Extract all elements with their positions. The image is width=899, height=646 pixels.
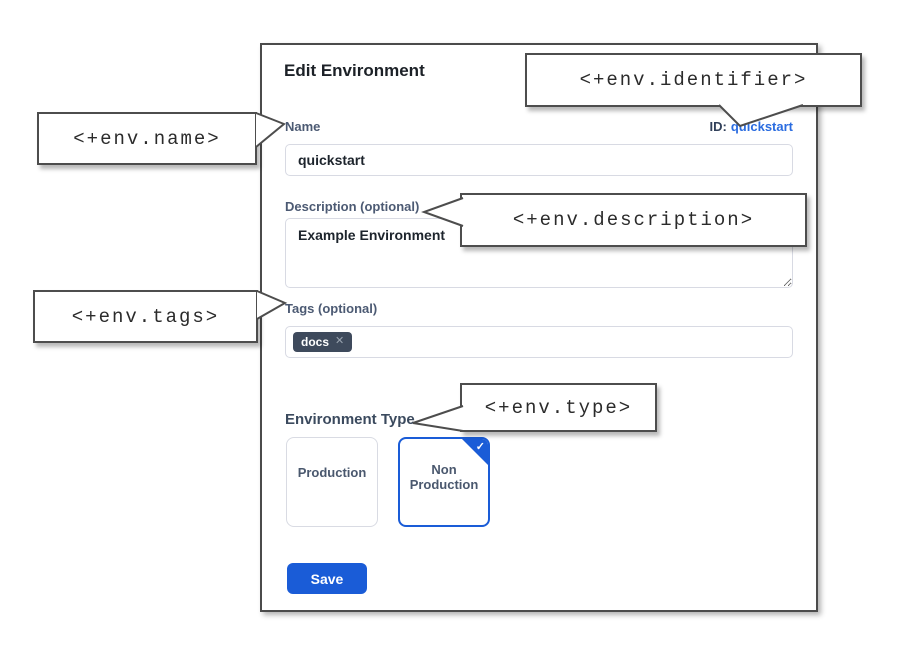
edit-environment-dialog: Edit Environment Name ID:quickstart Desc…	[260, 43, 818, 612]
callout-env-description: <+env.description>	[460, 193, 807, 247]
save-button[interactable]: Save	[287, 563, 367, 594]
callout-env-name: <+env.name>	[37, 112, 257, 165]
tags-label: Tags (optional)	[285, 301, 378, 316]
callout-env-name-text: <+env.name>	[73, 127, 221, 150]
type-card-production-label: Production	[297, 464, 367, 480]
environment-id: ID:quickstart	[710, 119, 793, 134]
callout-env-tags: <+env.tags>	[33, 290, 258, 343]
remove-tag-icon[interactable]: ✕	[335, 335, 345, 348]
tag-chip: docs ✕	[293, 331, 353, 353]
type-card-production[interactable]: Production	[286, 437, 378, 527]
tags-input[interactable]: docs ✕	[285, 326, 793, 358]
callout-env-identifier: <+env.identifier>	[525, 53, 862, 107]
id-prefix-label: ID:	[709, 119, 727, 134]
type-card-non-production[interactable]: Non Production ✓	[398, 437, 490, 527]
environment-type-label: Environment Type	[285, 411, 415, 428]
id-value: quickstart	[730, 119, 793, 134]
description-label: Description (optional)	[285, 199, 420, 214]
type-card-non-production-label: Non Production	[409, 462, 479, 492]
page-title: Edit Environment	[284, 61, 425, 80]
callout-env-type-text: <+env.type>	[484, 396, 633, 419]
callout-env-description-text: <+env.description>	[512, 209, 755, 231]
tag-chip-label: docs	[301, 334, 330, 349]
selected-corner-flag	[460, 439, 488, 467]
name-label: Name	[285, 119, 321, 134]
check-icon: ✓	[475, 441, 485, 453]
name-input[interactable]	[285, 144, 793, 176]
name-label-row: Name ID:quickstart	[285, 119, 793, 134]
callout-env-tags-text: <+env.tags>	[71, 305, 220, 328]
callout-env-identifier-text: <+env.identifier>	[579, 69, 808, 91]
callout-env-type: <+env.type>	[460, 383, 657, 432]
